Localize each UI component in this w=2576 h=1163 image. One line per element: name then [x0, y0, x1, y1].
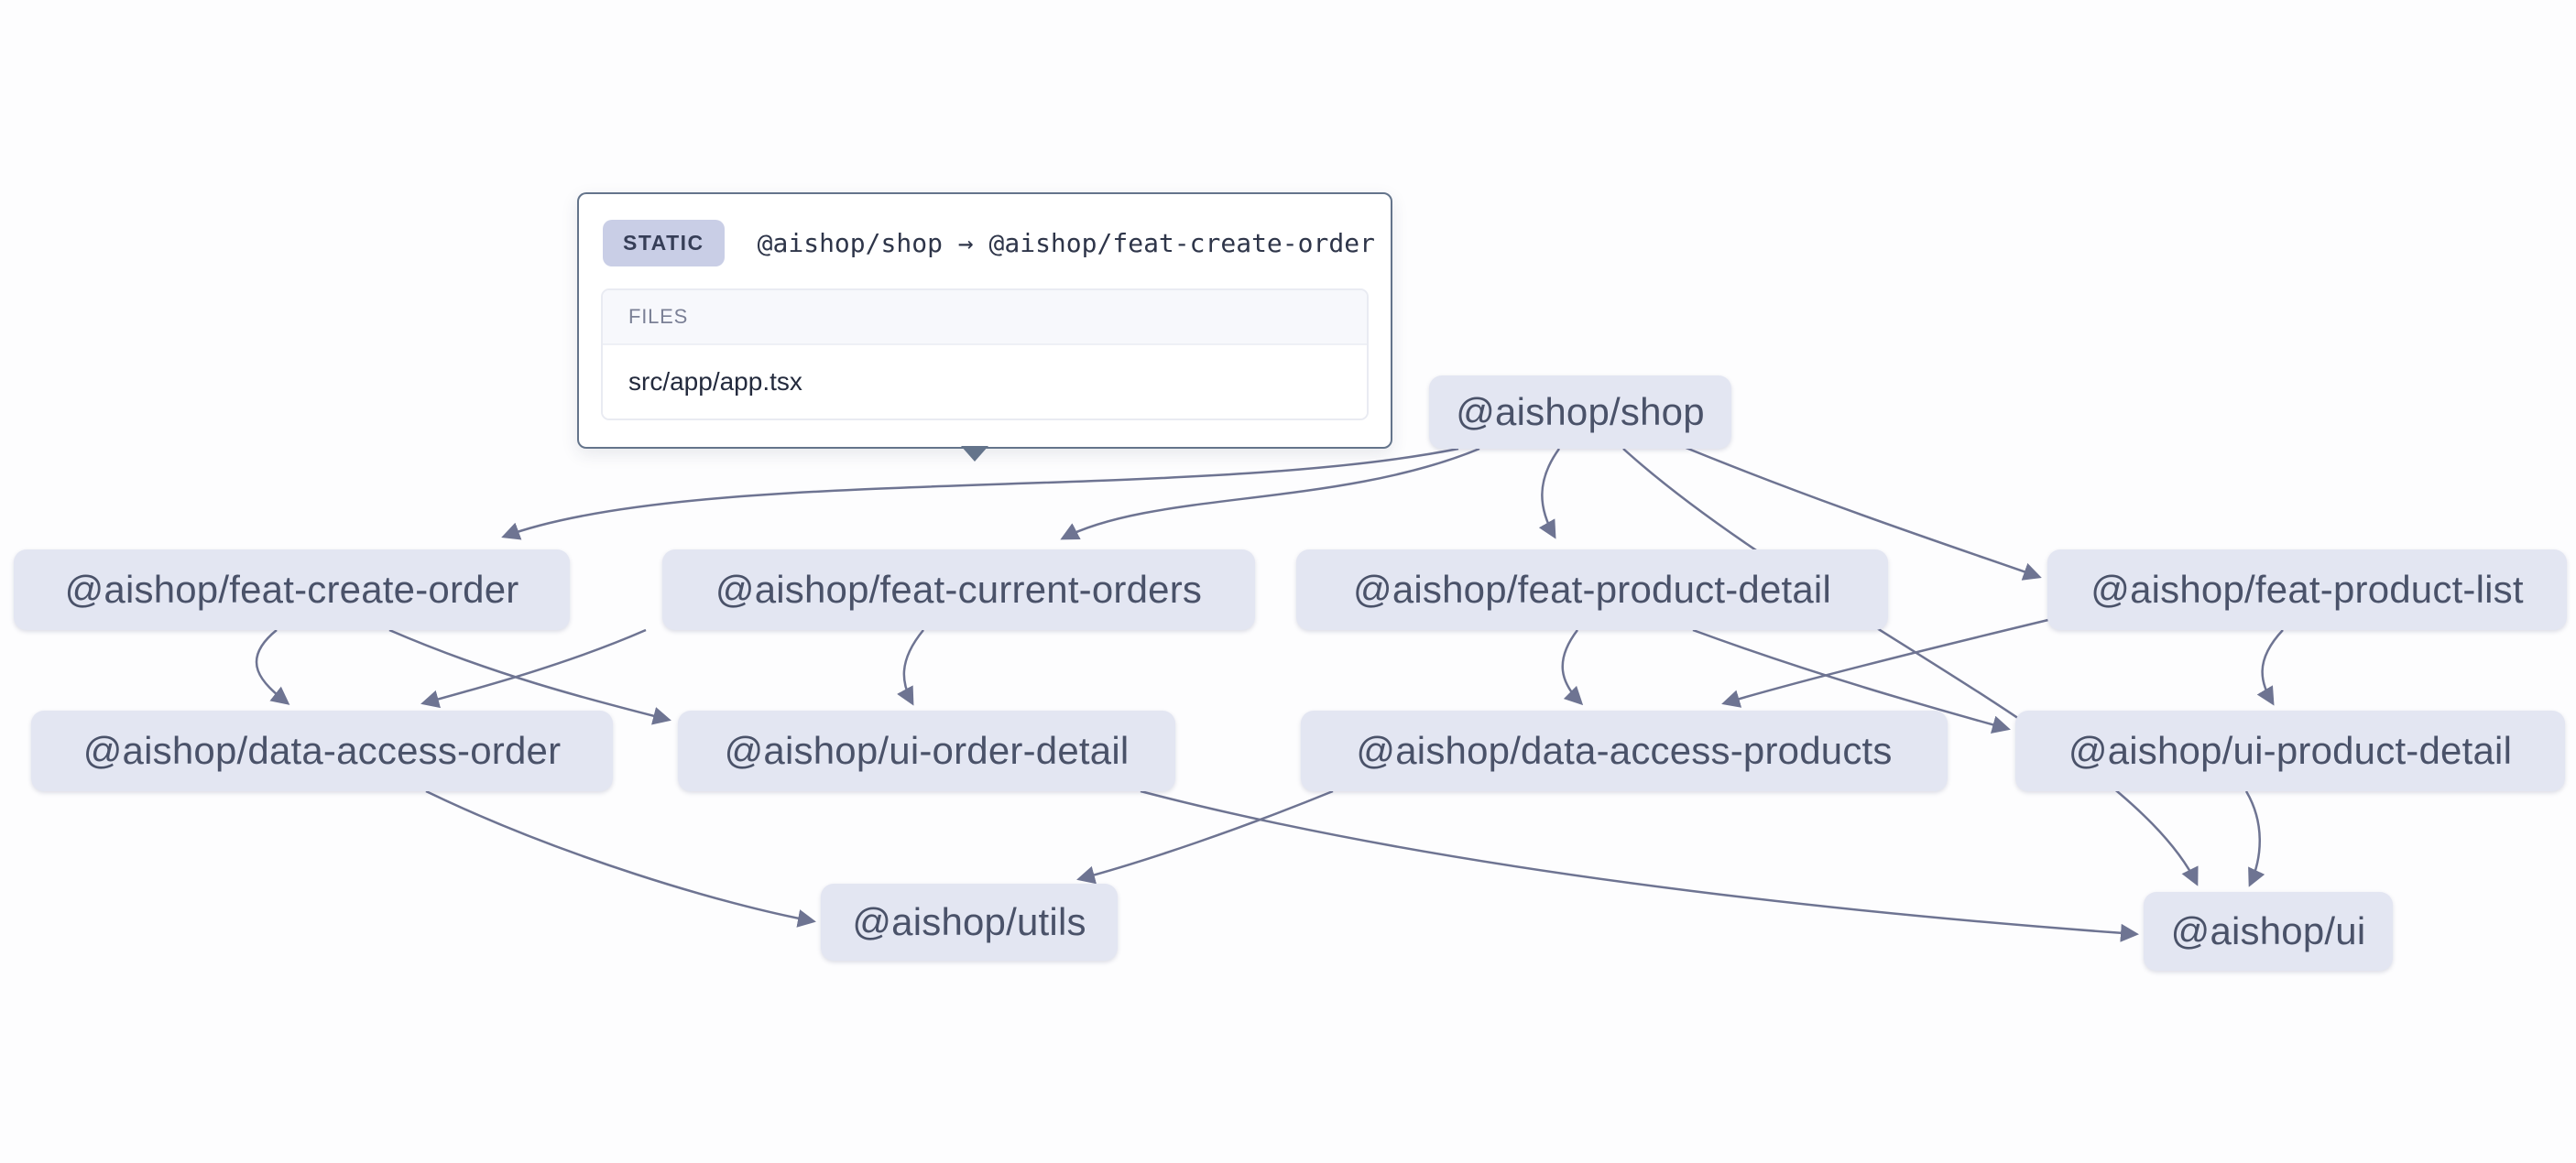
edge-shop-to-feat-current-orders[interactable]	[1060, 447, 1480, 540]
node-shop[interactable]: @aishop/shop	[1429, 375, 1731, 449]
edge-feat-product-list-to-ui-product-detail[interactable]	[2256, 629, 2284, 706]
edge-shop-to-ui[interactable]	[1622, 448, 2199, 886]
node-data-access-order[interactable]: @aishop/data-access-order	[31, 711, 613, 791]
edge-feat-product-detail-to-data-access-products[interactable]	[1561, 629, 1584, 706]
edge-feat-create-order-to-ui-order-detail[interactable]	[388, 628, 671, 725]
edge-feat-current-orders-to-ui-order-detail[interactable]	[897, 629, 924, 706]
edge-tooltip: STATIC @aishop/shop → @aishop/feat-creat…	[577, 192, 1392, 462]
edge-feat-create-order-to-data-access-order[interactable]	[255, 629, 290, 705]
edge-ui-order-detail-to-ui[interactable]	[1140, 789, 2139, 942]
node-data-access-products[interactable]: @aishop/data-access-products	[1301, 711, 1948, 791]
edge-feat-product-list-to-data-access-products[interactable]	[1721, 617, 2053, 708]
edge-feat-product-detail-to-ui-product-detail[interactable]	[1692, 628, 2011, 734]
files-label: FILES	[628, 305, 689, 328]
edge-shop-to-feat-product-detail[interactable]	[1538, 448, 1561, 539]
edge-shop-to-feat-product-list[interactable]	[1683, 445, 2042, 581]
node-feat-product-detail[interactable]: @aishop/feat-product-detail	[1296, 549, 1888, 630]
edge-data-access-products-to-utils[interactable]	[1076, 789, 1334, 885]
edge-type-badge: STATIC	[603, 220, 725, 266]
node-feat-create-order[interactable]: @aishop/feat-create-order	[14, 549, 570, 630]
node-utils[interactable]: @aishop/utils	[821, 884, 1118, 961]
tooltip-header: STATIC @aishop/shop → @aishop/feat-creat…	[579, 194, 1391, 287]
edge-data-access-order-to-utils[interactable]	[425, 789, 816, 928]
edge-ui-product-detail-to-ui[interactable]	[2244, 790, 2265, 887]
file-path: src/app/app.tsx	[603, 345, 1367, 418]
edge-feat-current-orders-to-data-access-order[interactable]	[420, 628, 647, 709]
files-card: FILES src/app/app.tsx	[601, 288, 1369, 420]
node-ui-order-detail[interactable]: @aishop/ui-order-detail	[678, 711, 1175, 791]
tooltip-title: @aishop/shop → @aishop/feat-create-order	[757, 228, 1375, 258]
node-ui[interactable]: @aishop/ui	[2144, 892, 2393, 971]
files-card-header: FILES	[603, 290, 1367, 345]
edge-shop-to-feat-create-order[interactable]	[501, 447, 1459, 540]
node-feat-current-orders[interactable]: @aishop/feat-current-orders	[662, 549, 1255, 630]
tooltip-pointer-icon	[961, 446, 988, 462]
node-feat-product-list[interactable]: @aishop/feat-product-list	[2047, 549, 2567, 630]
node-ui-product-detail[interactable]: @aishop/ui-product-detail	[2015, 711, 2565, 791]
